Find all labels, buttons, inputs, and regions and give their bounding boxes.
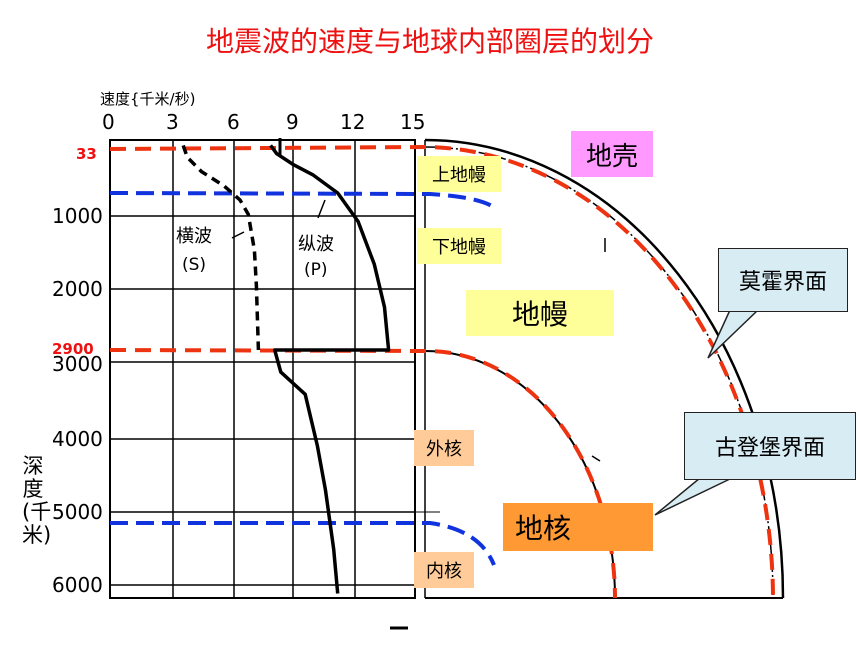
earth-surface-arc bbox=[424, 138, 785, 599]
depth-tick-label: 4000 bbox=[52, 427, 103, 451]
mantle-box: 地幔 bbox=[466, 290, 614, 336]
speed-axis-title: 速度{千米/秒) bbox=[100, 90, 196, 108]
gutenberg-callout: 古登堡界面 bbox=[684, 412, 856, 480]
s-wave-label: 横波 bbox=[176, 226, 212, 247]
chart-frame bbox=[109, 139, 416, 599]
outer-core-box: 外核 bbox=[414, 430, 474, 466]
crust-box: 地壳 bbox=[571, 131, 653, 177]
page-title: 地震波的速度与地球内部圈层的划分 bbox=[205, 25, 654, 58]
gutenberg-boundary-line bbox=[109, 348, 617, 599]
depth-tick-label: 6000 bbox=[52, 573, 103, 597]
s-wave-curve bbox=[181, 144, 261, 351]
speed-tick-label: 9 bbox=[286, 110, 299, 134]
upper-mantle-box: 上地幔 bbox=[417, 156, 501, 192]
arc-ticks bbox=[591, 238, 606, 462]
s-wave-symbol: (S) bbox=[182, 255, 207, 275]
boundary-lines-red bbox=[109, 144, 775, 599]
inner-core-box: 内核 bbox=[414, 552, 474, 588]
gutenberg-callout-pointer bbox=[654, 477, 733, 516]
moho-boundary-line bbox=[109, 144, 775, 599]
speed-tick-label: 6 bbox=[227, 110, 240, 134]
speed-tick-label: 15 bbox=[400, 110, 426, 134]
core-box: 地核 bbox=[503, 503, 653, 551]
depth-axis-title: 深度(千米) bbox=[22, 454, 52, 547]
moho-callout-pointer bbox=[707, 309, 760, 359]
s-wave-pointer bbox=[231, 231, 245, 239]
p-wave-curve bbox=[269, 144, 391, 594]
speed-tick-label: 0 bbox=[102, 110, 115, 134]
depth-tick-label: 3000 bbox=[52, 352, 103, 376]
arc-tick bbox=[591, 455, 601, 462]
moho-depth-label: 33 bbox=[76, 145, 97, 163]
depth-tick-label: 2000 bbox=[52, 277, 103, 301]
p-wave-pointer bbox=[317, 199, 326, 219]
boundary-lines-blue bbox=[109, 191, 497, 566]
gutenberg-depth-label: 2900 bbox=[52, 340, 94, 358]
speed-tick-label: 3 bbox=[166, 110, 179, 134]
upper-lower-mantle-line bbox=[109, 191, 497, 210]
depth-tick-label: 1000 bbox=[52, 204, 103, 228]
speed-tick-label: 12 bbox=[340, 110, 366, 134]
p-wave-label: 纵波 bbox=[298, 234, 334, 255]
moho-callout: 莫霍界面 bbox=[718, 248, 848, 312]
outer-inner-core-line bbox=[110, 521, 496, 566]
depth-tick-label: 5000 bbox=[52, 500, 103, 524]
p-wave-symbol: (P) bbox=[304, 260, 328, 280]
chart-grid bbox=[109, 139, 440, 630]
lower-mantle-box: 下地幔 bbox=[417, 228, 501, 264]
wave-curves bbox=[181, 144, 391, 594]
